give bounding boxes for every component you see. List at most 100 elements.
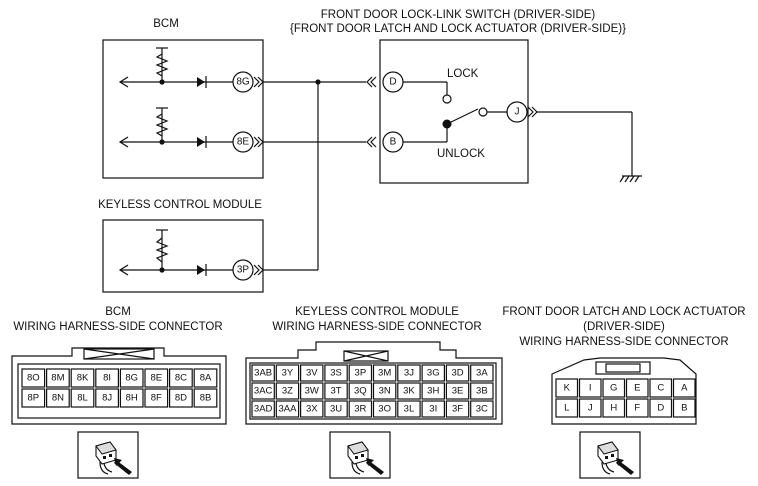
kcm-pin-label: 3Q xyxy=(354,386,367,397)
kcm-pin-cell xyxy=(470,382,494,400)
kcm-pin-cell xyxy=(251,382,275,400)
bcm-pin-cell xyxy=(169,368,193,388)
actuator-pin-label: K xyxy=(564,383,571,394)
ground-icon xyxy=(619,175,642,183)
actuator-pin-cell xyxy=(602,378,626,398)
kcm-pin-label: 3E xyxy=(452,386,464,397)
actuator-pin-cell xyxy=(602,398,626,418)
bcm-pin-cell xyxy=(45,368,70,388)
kcm-pin-label: 3R xyxy=(354,404,366,415)
actuator-pin-label: E xyxy=(634,383,640,394)
kcm-pin-label: 3V xyxy=(306,368,318,379)
switch-pin-j: J xyxy=(506,101,633,176)
kcm-pin-cell xyxy=(324,382,348,400)
kcm-pin-cell xyxy=(300,400,324,418)
bcm-pin-cell xyxy=(95,368,120,388)
bcm-pin-cell xyxy=(144,368,169,388)
bcm-pin-cell xyxy=(169,388,193,408)
actuator-pin-label: J xyxy=(588,403,593,414)
pin-b-label: B xyxy=(390,137,397,148)
kcm-pin-label: 3N xyxy=(379,386,391,397)
actuator-connector-title3: WIRING HARNESS-SIDE CONNECTOR xyxy=(519,336,728,348)
kcm-pin-label: 3I xyxy=(429,404,437,415)
diode-icon xyxy=(197,136,207,148)
kcm-pin-cell xyxy=(348,364,373,382)
kcm-pin-cell xyxy=(421,400,446,418)
diode-icon xyxy=(197,76,207,88)
kcm-pin-cell xyxy=(397,382,421,400)
kcm-box xyxy=(102,219,264,293)
kcm-pin-cell xyxy=(324,400,348,418)
kcm-pin-label: 3W xyxy=(305,386,319,397)
bcm-pin-label: 8G xyxy=(125,373,138,384)
bcm-pin-label: 8E xyxy=(150,373,162,384)
bcm-pin-cell xyxy=(70,388,95,408)
bcm-pin-label: 8L xyxy=(77,393,88,404)
kcm-pin-cell xyxy=(372,382,397,400)
pin-8e-label: 8E xyxy=(237,137,250,148)
actuator-pin-label: B xyxy=(681,403,687,414)
kcm-pin-label: 3L xyxy=(404,404,415,415)
actuator-pin-label: H xyxy=(610,403,617,414)
actuator-pin-cell xyxy=(672,378,696,398)
kcm-pin-label: 3P xyxy=(355,368,367,379)
kcm-pin-label: 3D xyxy=(451,368,463,379)
actuator-pin-cell xyxy=(649,378,673,398)
kcm-pin-label: 3F xyxy=(452,404,463,415)
actuator-pin-label: G xyxy=(610,383,617,394)
pin-3p-label: 3P xyxy=(237,265,250,276)
kcm-pin-cell xyxy=(372,400,397,418)
bcm-box xyxy=(102,39,264,179)
kcm-pin-cell xyxy=(275,400,300,418)
kcm-pin-cell xyxy=(300,364,324,382)
kcm-pin-cell xyxy=(251,400,275,418)
kcm-pin-cell xyxy=(470,364,494,382)
bcm-pin-cell xyxy=(193,368,218,388)
pin-3p xyxy=(232,259,254,281)
kcm-pin-cell xyxy=(372,364,397,382)
bcm-pin-label: 8N xyxy=(52,393,64,404)
kcm-title: KEYLESS CONTROL MODULE xyxy=(98,199,262,211)
kcm-pin-cell xyxy=(397,364,421,382)
switch-contact xyxy=(446,107,507,125)
kcm-pin-label: 3U xyxy=(330,404,342,415)
actuator-pin-label: I xyxy=(589,383,592,394)
kcm-pin-label: 3A xyxy=(476,368,488,379)
bcm-pin-label: 8C xyxy=(175,373,187,384)
kcm-pin-cell xyxy=(324,364,348,382)
kcm-pin-cell xyxy=(421,364,446,382)
kcm-pin-label: 3Y xyxy=(282,368,294,379)
pin-j-label: J xyxy=(515,107,520,118)
kcm-pin-cell xyxy=(348,382,373,400)
actuator-pin-cell xyxy=(672,398,696,418)
pin-8g xyxy=(232,71,254,93)
pin-8g-label: 8G xyxy=(236,77,250,88)
kcm-pin-cell xyxy=(348,400,373,418)
unlock-label: UNLOCK xyxy=(437,148,485,160)
kcm-pin-cell xyxy=(397,400,421,418)
kcm-pin-label: 3C xyxy=(476,404,488,415)
kcm-pin-label: 3X xyxy=(306,404,318,415)
kcm-pin-label: 3M xyxy=(378,368,391,379)
kcm-pin-cell xyxy=(275,364,300,382)
switch-title-line1: FRONT DOOR LOCK-LINK SWITCH (DRIVER-SIDE… xyxy=(321,9,596,21)
actuator-pin-cell xyxy=(578,378,602,398)
kcm-pin-cell xyxy=(251,364,275,382)
actuator-pin-label: C xyxy=(657,383,664,394)
kcm-connector-title1: KEYLESS CONTROL MODULE xyxy=(295,306,459,318)
actuator-pin-label: F xyxy=(634,403,640,414)
kcm-pin-cell xyxy=(300,382,324,400)
kcm-pin-label: 3J xyxy=(404,368,414,379)
diode-icon xyxy=(197,264,207,276)
pin-8e xyxy=(232,131,254,153)
bcm-pin-cell xyxy=(45,388,70,408)
actuator-pin-label: L xyxy=(564,403,569,414)
kcm-pin-label: 3G xyxy=(427,368,440,379)
bcm-pin-label: 8K xyxy=(77,373,89,384)
bcm-connector-title1: BCM xyxy=(105,306,131,318)
kcm-pin-label: 3H xyxy=(427,386,439,397)
